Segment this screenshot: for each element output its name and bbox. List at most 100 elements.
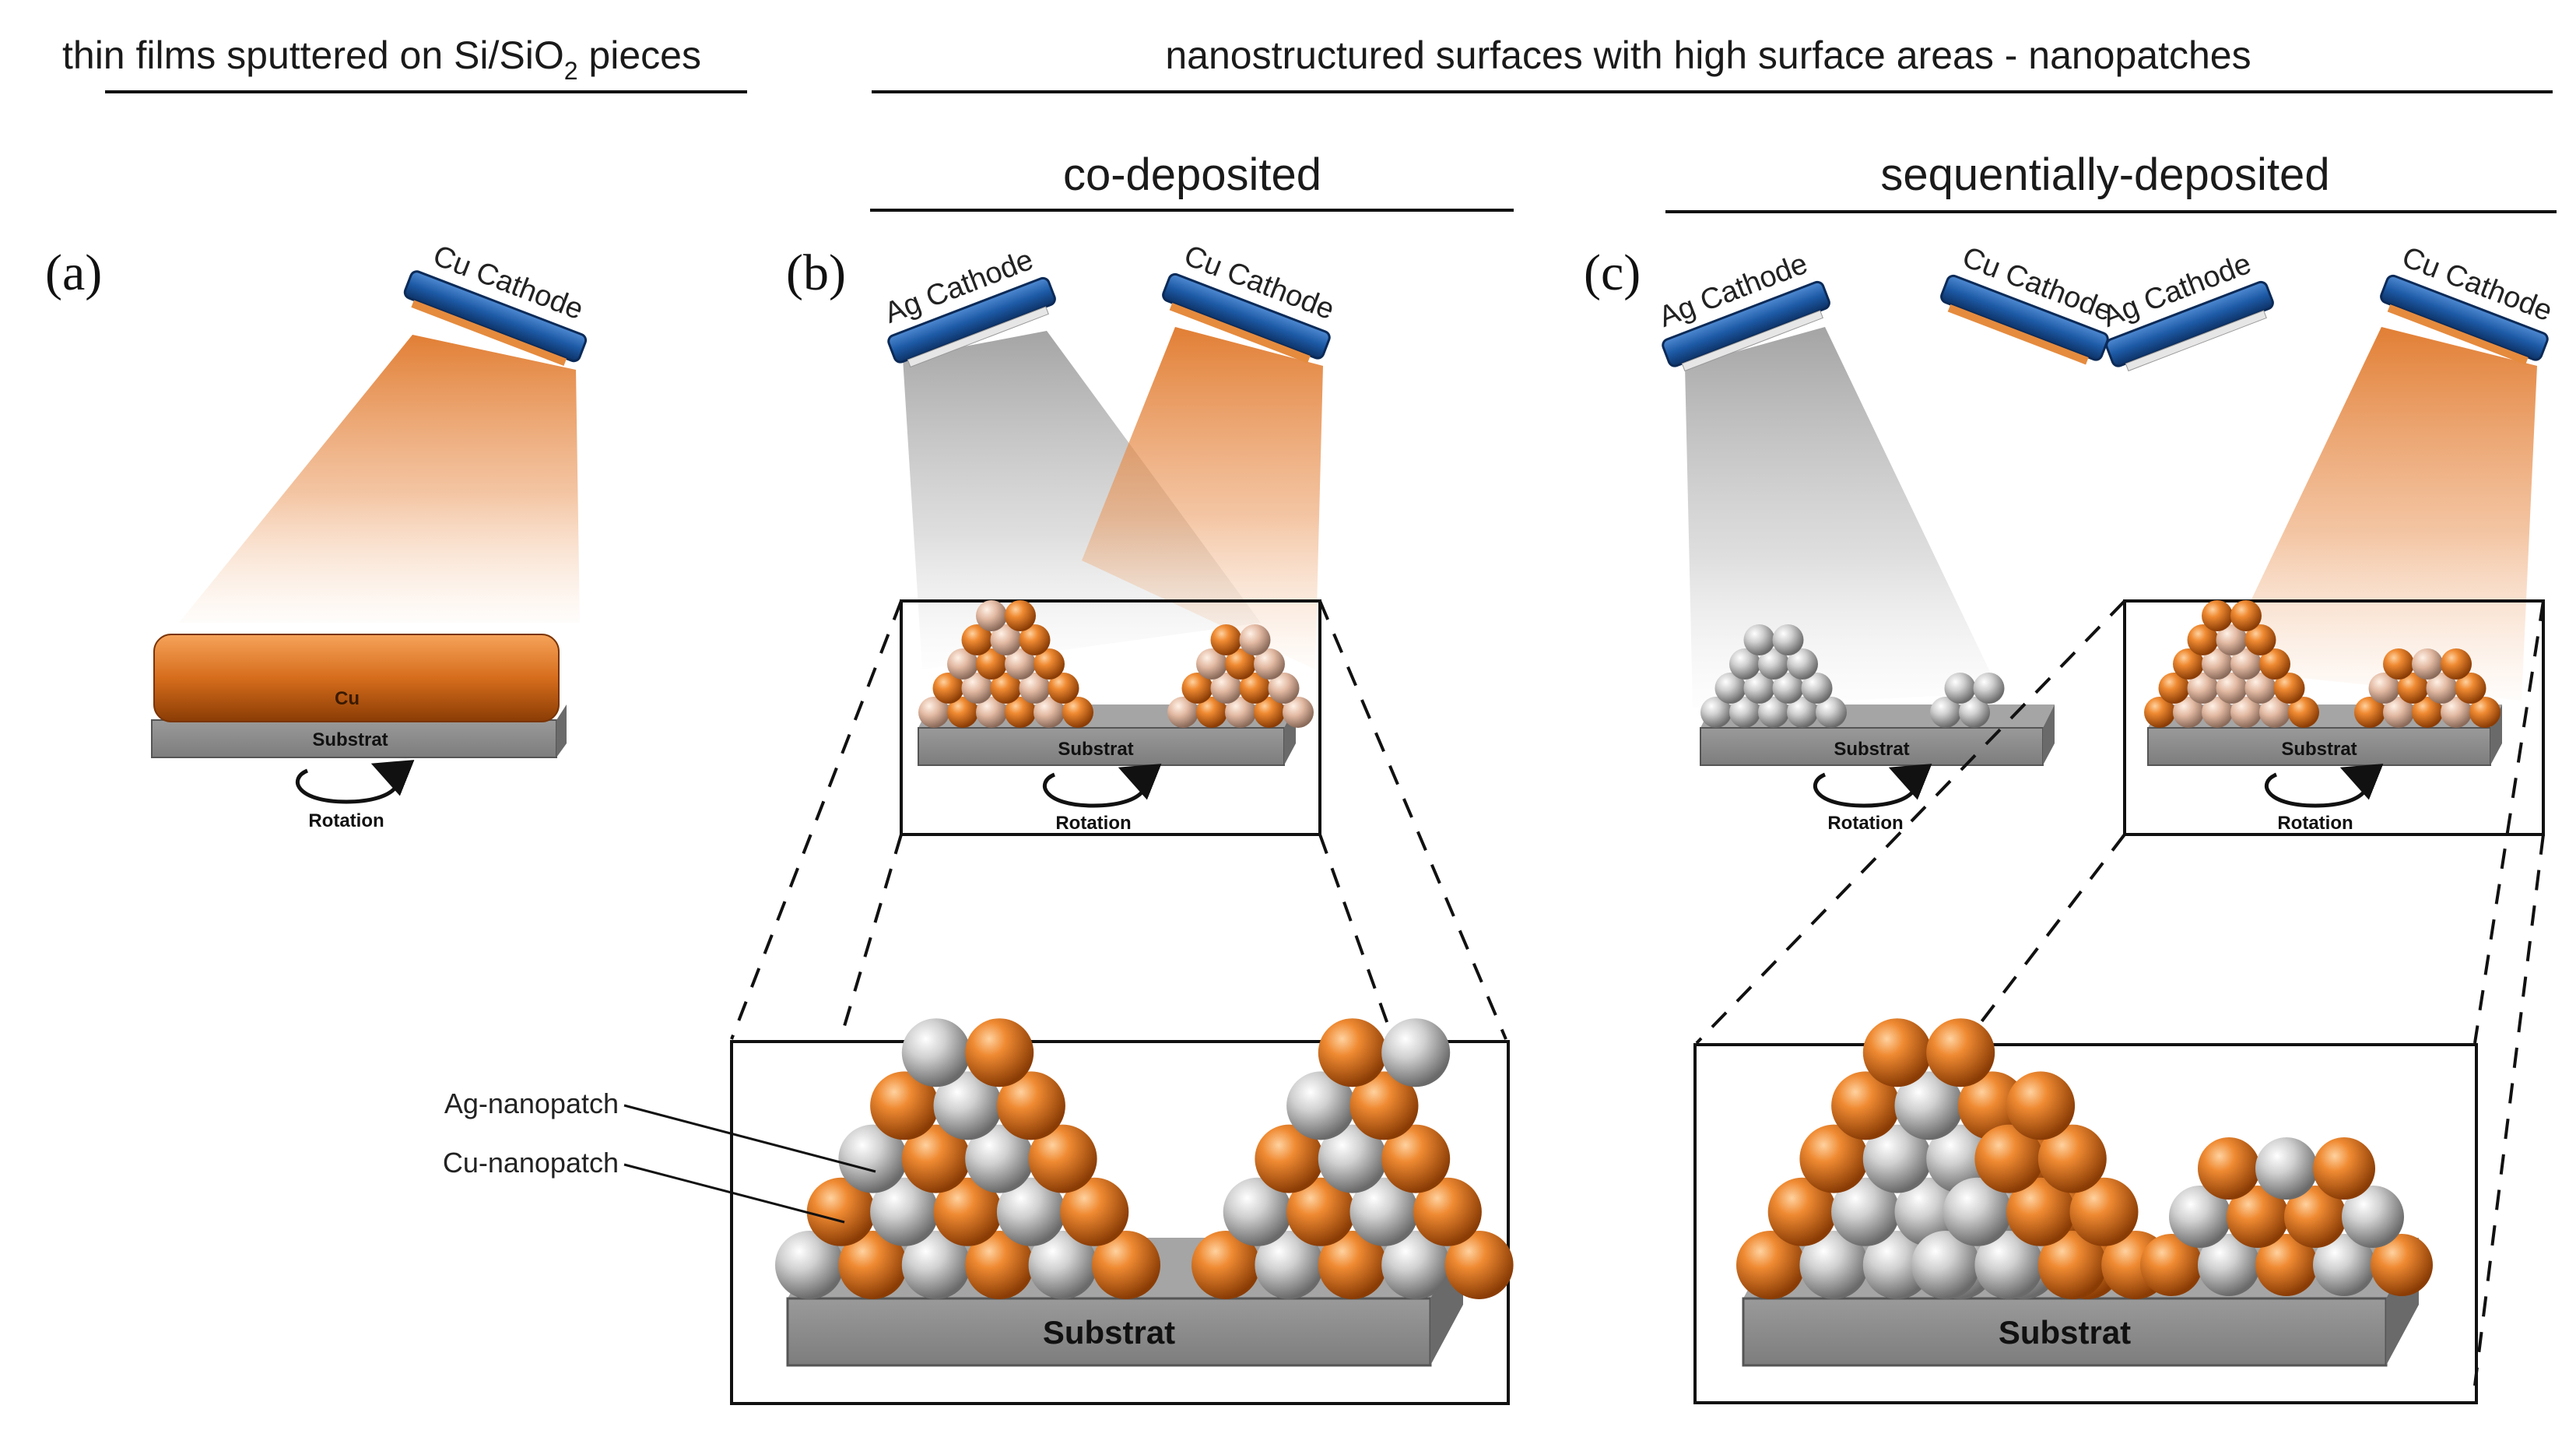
substrate-label-c-left: Substrat — [1834, 739, 1909, 760]
cu-sphere — [1196, 697, 1227, 728]
mixed-sphere — [2244, 673, 2276, 704]
header-sequential: sequentially-deposited — [1665, 149, 2557, 213]
cu-sphere — [1191, 1231, 1260, 1299]
rotation-label-a: Rotation — [308, 810, 384, 831]
ag-sphere — [775, 1231, 844, 1299]
ag-sphere — [901, 1231, 970, 1299]
ag-sphere — [1381, 1231, 1451, 1299]
ag-beam-c — [1685, 327, 2000, 708]
ag-sphere — [1714, 673, 1746, 704]
mixed-sphere — [1283, 697, 1314, 728]
header-subscript: 2 — [564, 57, 578, 85]
cu-sphere — [2284, 1186, 2346, 1248]
header-co-deposited-text: co-deposited — [1063, 149, 1321, 200]
mixed-sphere — [1196, 648, 1227, 680]
rotation-arrow-icon — [1813, 764, 1932, 808]
cu-target-c1 — [1947, 304, 2089, 365]
ag-sphere — [838, 1124, 907, 1193]
header-nanostructured-text: nanostructured surfaces with high surfac… — [1165, 33, 2251, 77]
ag-sphere — [1743, 624, 1775, 655]
cu-sphere — [1957, 1071, 2027, 1140]
cu-film-a — [153, 634, 560, 722]
cu-sphere — [990, 673, 1022, 704]
ag-sphere — [1959, 697, 1990, 728]
cu-sphere — [933, 1177, 1002, 1246]
ag-sphere — [1926, 1124, 1995, 1193]
ag-sphere — [1729, 697, 1760, 728]
rotation-label-c-right: Rotation — [2277, 813, 2353, 834]
mixed-sphere — [1005, 648, 1036, 680]
cu-nanopatch-label: Cu-nanopatch — [443, 1147, 619, 1179]
cu-sphere — [961, 624, 993, 655]
cu-sphere — [2288, 697, 2319, 728]
ag-sphere — [1700, 697, 1732, 728]
small-spheres-b — [918, 600, 1314, 728]
mixed-sphere — [1254, 648, 1285, 680]
cu-sphere — [2255, 1234, 2318, 1296]
cu-sphere — [2140, 1234, 2202, 1296]
ag-sphere — [1973, 673, 2005, 704]
ag-sphere — [1894, 1071, 1964, 1140]
cu-sphere — [1926, 1018, 1995, 1087]
cu-sphere — [2227, 1186, 2289, 1248]
mixed-sphere — [1210, 673, 1242, 704]
ag-sphere — [2342, 1186, 2404, 1248]
ag-sphere — [1894, 1177, 1964, 1246]
rotation-b: Rotation — [1042, 764, 1162, 834]
substrate-label-b-large: Substrat — [1043, 1314, 1175, 1351]
ag-sphere — [1943, 1177, 2012, 1246]
cu-sphere — [1181, 673, 1213, 704]
cu-sphere — [2469, 697, 2501, 728]
ag-sphere — [1772, 624, 1804, 655]
mixed-sphere — [2259, 697, 2290, 728]
mixed-sphere — [2202, 697, 2233, 728]
cu-sphere — [1286, 1177, 1356, 1246]
header-co-deposited: co-deposited — [870, 149, 1514, 212]
ag-sphere — [1816, 697, 1847, 728]
cathode-ag-c2: Ag Cathode — [2098, 248, 2274, 372]
ag-sphere — [1799, 1231, 1869, 1299]
mixed-sphere — [1167, 697, 1199, 728]
rotation-a: Rotation — [295, 760, 415, 831]
cu-sphere — [1225, 648, 1256, 680]
cu-target-a — [411, 300, 567, 367]
ag-sphere — [2313, 1234, 2375, 1296]
mixed-sphere — [2441, 697, 2472, 728]
ag-target-c2 — [2125, 310, 2267, 372]
cu-sphere — [2198, 1137, 2260, 1200]
ag-sphere — [933, 1071, 1002, 1140]
cu-sphere — [1005, 697, 1036, 728]
zoom-lines-b — [730, 600, 1507, 1040]
svg-text:thin films sputtered on Si/SiO: thin films sputtered on Si/SiO2 pieces — [62, 33, 701, 85]
ag-sphere — [1286, 1071, 1356, 1140]
mixed-sphere — [2383, 697, 2414, 728]
cu-sphere — [1255, 1124, 1324, 1193]
cu-sphere — [947, 697, 978, 728]
substrate-label-a: Substrat — [312, 729, 388, 750]
rotation-label-c-left: Rotation — [1827, 813, 1903, 834]
cu-sphere — [1862, 1018, 1932, 1087]
cu-sphere — [965, 1018, 1034, 1087]
cu-sphere — [838, 1231, 907, 1299]
mixed-sphere — [1019, 673, 1051, 704]
rotation-label-b: Rotation — [1055, 813, 1131, 834]
cu-sphere — [2037, 1231, 2107, 1299]
cu-sphere — [2144, 697, 2175, 728]
ag-sphere — [1772, 673, 1804, 704]
small-spheres-c-left — [1700, 624, 2005, 728]
panel-label-a: (a) — [45, 244, 102, 301]
cu-target-b — [1169, 303, 1311, 364]
cu-sphere — [2006, 1071, 2076, 1140]
mixed-sphere — [2230, 697, 2262, 728]
ag-sphere — [1974, 1231, 2044, 1299]
ag-sphere — [1758, 648, 1789, 680]
substrate-label-c-right: Substrat — [2281, 739, 2357, 760]
cu-sphere — [2259, 648, 2290, 680]
ag-sphere — [1028, 1231, 1097, 1299]
cu-sphere — [2455, 673, 2487, 704]
ag-sphere — [1930, 697, 1961, 728]
mixed-sphere — [2216, 624, 2248, 655]
cu-sphere — [996, 1071, 1065, 1140]
cu-sphere — [1349, 1071, 1419, 1140]
